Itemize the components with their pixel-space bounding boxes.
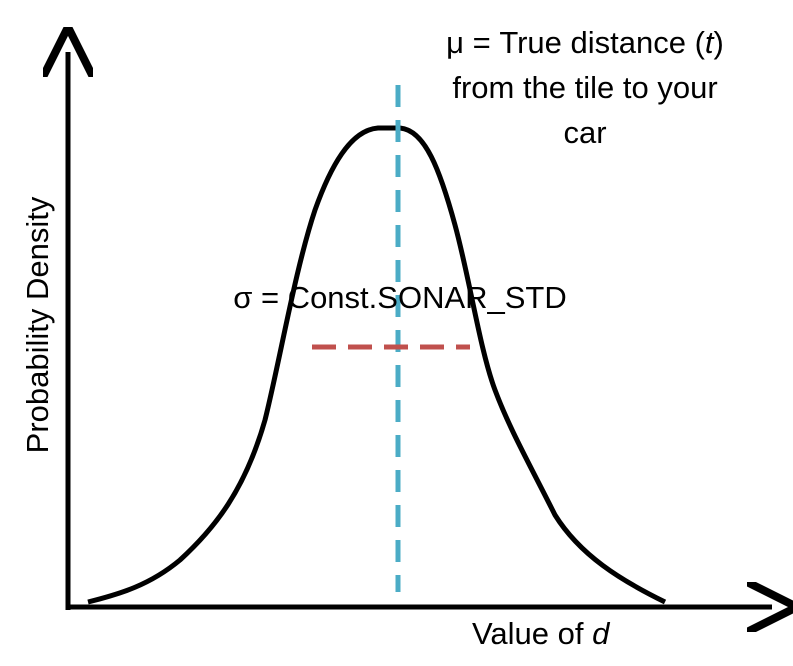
mean-label-suffix: ) [713, 25, 724, 60]
mean-label-prefix: μ = True distance ( [446, 25, 705, 60]
mean-label-line3: car [563, 115, 607, 150]
std-annotation: σ = Const.SONAR_STD [233, 280, 567, 315]
mean-label-var: t [704, 25, 714, 60]
mean-label-line2: from the tile to your [452, 70, 718, 105]
density-curve [87, 125, 667, 605]
x-axis-label-var: d [592, 616, 610, 651]
x-axis-label: Value of d [472, 616, 609, 652]
x-axis-label-prefix: Value of [472, 616, 593, 651]
mean-annotation: μ = True distance (t) from the tile to y… [405, 20, 765, 155]
y-axis-label: Probability Density [20, 196, 55, 454]
